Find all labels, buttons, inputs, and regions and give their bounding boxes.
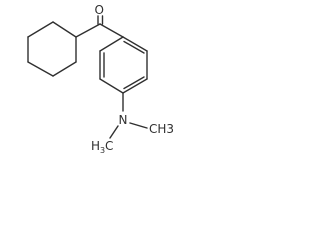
- bond-cy-1: [27, 21, 54, 38]
- bond-bz-4: [99, 78, 124, 94]
- bond-n-methyl-left: [109, 125, 119, 139]
- bond-bz-1-inner: [123, 40, 145, 54]
- bond-bz-1: [122, 36, 148, 52]
- bond-cy-carbonyl: [75, 23, 101, 38]
- bond-carbonyl-ring: [99, 23, 124, 38]
- methyl-right-label: CH3: [149, 122, 174, 136]
- bond-bz-3-inner: [123, 76, 145, 90]
- molecule-structure: O N CH3 H 3 C: [27, 3, 174, 155]
- methyl-left-label: H 3 C: [91, 139, 113, 155]
- methyl-left-h: H: [91, 139, 100, 153]
- methyl-left-sub: 3: [100, 146, 105, 155]
- bond-bz-6: [99, 36, 124, 52]
- carbonyl-double-bond: [97, 15, 104, 25]
- bond-bz-3: [122, 78, 148, 94]
- bond-cy-4: [52, 61, 77, 77]
- nitrogen-label: N: [119, 113, 128, 127]
- methyl-left-c: C: [105, 139, 113, 153]
- benzene-ring: [99, 36, 148, 94]
- bond-n-methyl-right: [129, 122, 148, 129]
- bond-cy-2: [52, 21, 77, 38]
- bond-cy-5: [27, 61, 54, 77]
- oxygen-label: O: [95, 3, 104, 17]
- cyclohexane-ring: [27, 21, 77, 77]
